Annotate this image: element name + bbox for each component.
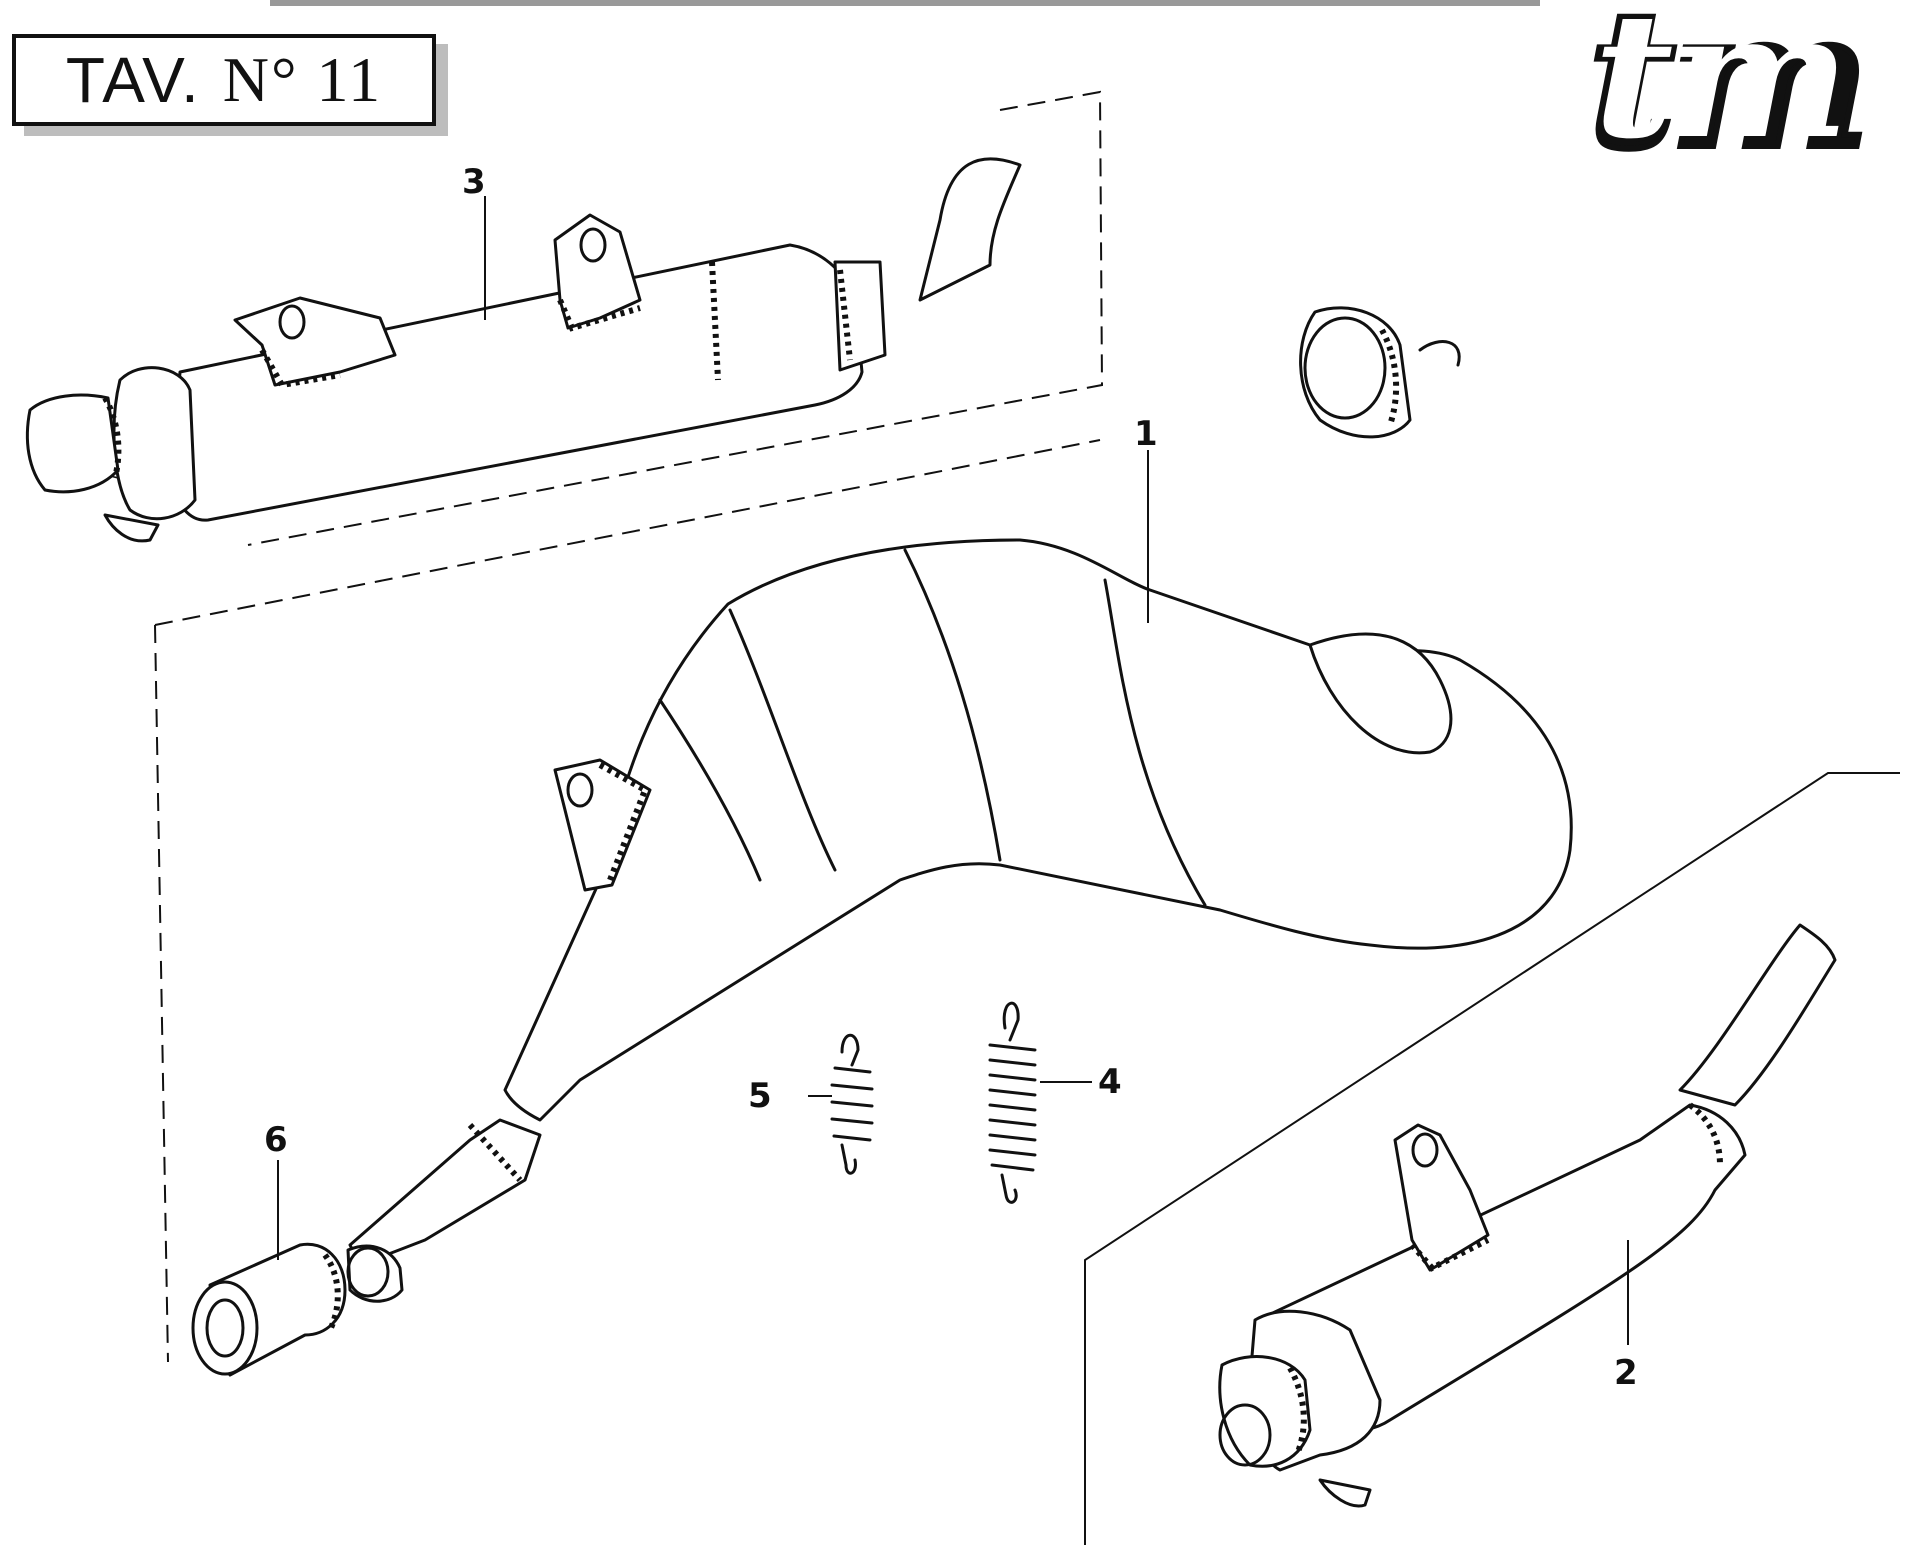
sleeve-part-6: [191, 1242, 347, 1377]
spring-part-4: [988, 1001, 1092, 1204]
brand-logo: tm tm: [1548, 0, 1920, 178]
spring-part-5: [808, 1033, 874, 1175]
callout-4: 4: [1098, 1062, 1122, 1102]
silencer-part-3: [25, 157, 1022, 543]
silencer-part-2: [1218, 923, 1837, 1508]
plate-title: TAV. N° 11: [12, 34, 436, 126]
callout-5: 5: [748, 1076, 772, 1116]
callout-2: 2: [1614, 1353, 1638, 1393]
brand-logo-outline: tm: [1585, 0, 1874, 178]
callout-3: 3: [462, 162, 486, 202]
callout-6: 6: [264, 1120, 288, 1160]
header-rule: [270, 0, 1540, 6]
plate-prefix: TAV.: [65, 44, 201, 116]
expansion-chamber-part-1: [346, 306, 1573, 1303]
leader-lines: [277, 196, 1629, 1345]
callout-1: 1: [1134, 414, 1158, 454]
panel-boundaries: [154, 90, 1900, 1545]
brand-logo-fill: tm: [1594, 0, 1849, 177]
plate-number: N° 11: [222, 44, 383, 115]
